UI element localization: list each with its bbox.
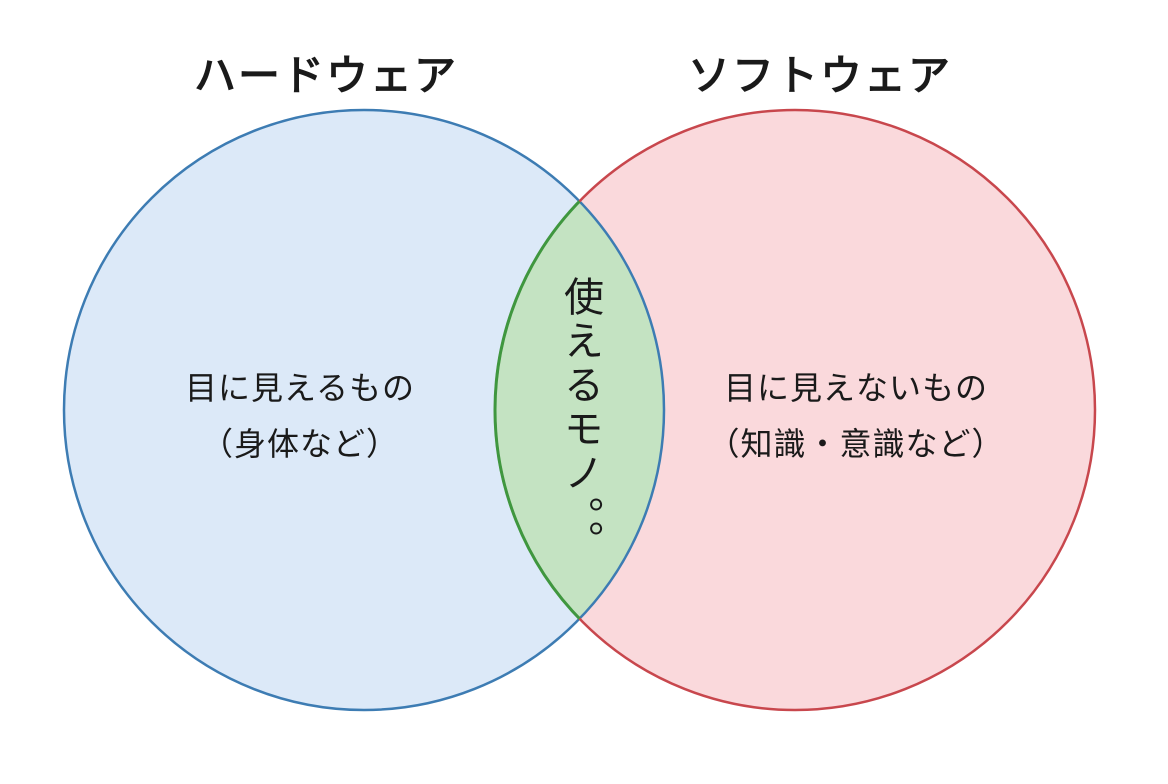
software-circle: [495, 110, 1095, 710]
hardware-circle: [64, 110, 664, 710]
intersection-outline: [493, 110, 664, 710]
hardware-description-line1: 目に見えるもの: [184, 369, 416, 407]
software-title: ソフトウェア: [687, 51, 953, 100]
intersection-label: 使えるモノ。。: [557, 276, 603, 564]
hardware-circle-outline: [62, 108, 666, 712]
hardware-title: ハードウェア: [193, 51, 459, 100]
software-description: 目に見えないもの （知識・意識など）: [707, 360, 1004, 472]
hardware-description-line2: （身体など）: [200, 425, 400, 463]
software-description-line1: 目に見えないもの: [723, 369, 989, 407]
hardware-description: 目に見えるもの （身体など）: [185, 360, 415, 472]
software-description-line2: （知識・意識など）: [707, 425, 1005, 463]
